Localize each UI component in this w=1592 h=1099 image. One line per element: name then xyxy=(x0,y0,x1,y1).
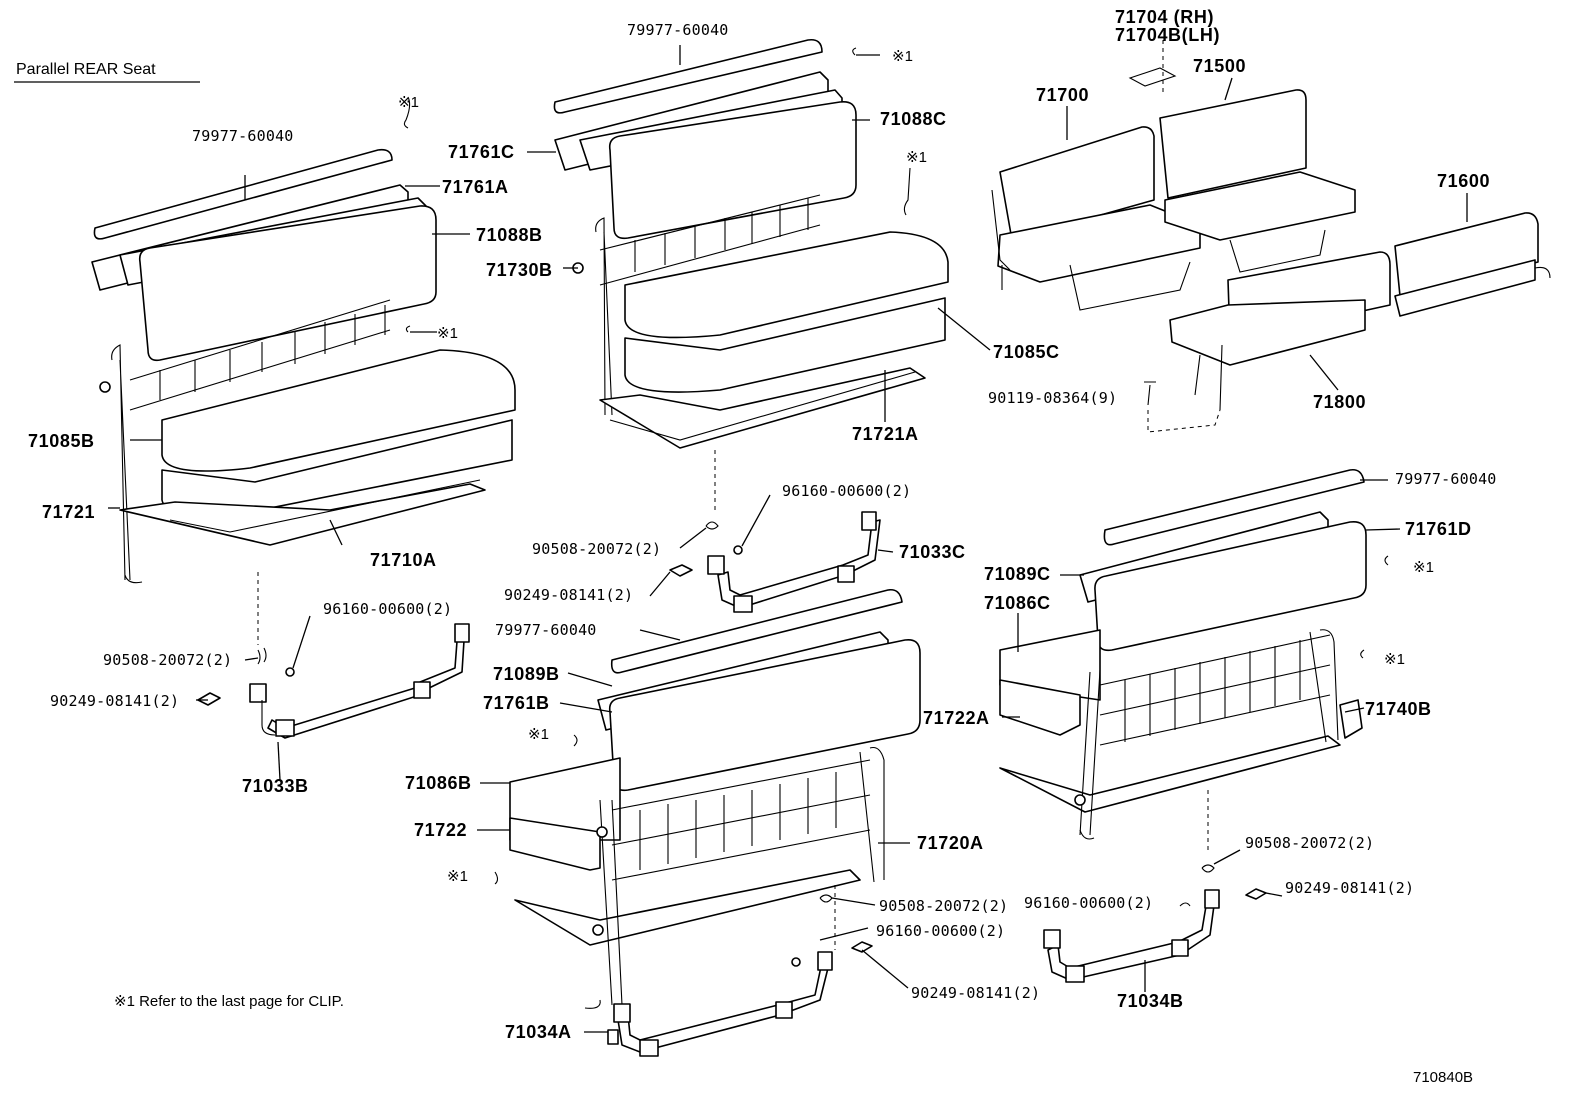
label-96160-00600-c: 96160-00600(2) xyxy=(876,922,1005,940)
label-71720a: 71720A xyxy=(917,833,984,853)
bracket-71033b xyxy=(249,623,470,739)
label-79977-60040-b: 79977-60040 xyxy=(627,21,729,39)
label-71088b: 71088B xyxy=(476,225,543,245)
label-90508-20072-a: 90508-20072(2) xyxy=(103,651,232,669)
label-71722a: 71722A xyxy=(923,708,990,728)
label-71089b: 71089B xyxy=(493,664,560,684)
label-71722: 71722 xyxy=(414,820,467,840)
label-71033b: 71033B xyxy=(242,776,309,796)
bracket-71034b xyxy=(1043,889,1220,983)
label-71034b: 71034B xyxy=(1117,991,1184,1011)
footnote-text: ※1 Refer to the last page for CLIP. xyxy=(114,993,344,1010)
label-71085b: 71085B xyxy=(28,431,95,451)
label-71086c: 71086C xyxy=(984,593,1051,613)
diagram-title: Parallel REAR Seat xyxy=(16,61,156,78)
clip-reference-marks: ※1 ※1 ※1 ※1 ※1 ※1 ※1 ※1 xyxy=(398,48,1434,885)
label-71761d: 71761D xyxy=(1405,519,1472,539)
bracket-71034a xyxy=(607,951,833,1057)
label-71710a: 71710A xyxy=(370,550,437,570)
label-90249-08141-d: 90249-08141(2) xyxy=(1285,879,1414,897)
clip-mark-7: ※1 xyxy=(1413,559,1434,576)
label-90119-08364: 90119-08364(9) xyxy=(988,389,1117,407)
clip-mark-1: ※1 xyxy=(398,94,419,111)
clip-mark-6: ※1 xyxy=(447,868,468,885)
label-71721a: 71721A xyxy=(852,424,919,444)
callout-labels: 79977-60040 71761A 71088B 71085B 71721 7… xyxy=(28,7,1497,1042)
label-71085c: 71085C xyxy=(993,342,1060,362)
figure-id: 710840B xyxy=(1413,1069,1473,1086)
label-90249-08141-b: 90249-08141(2) xyxy=(504,586,633,604)
label-71800: 71800 xyxy=(1313,392,1366,412)
label-90249-08141-c: 90249-08141(2) xyxy=(911,984,1040,1002)
clip-mark-2: ※1 xyxy=(437,325,458,342)
clip-mark-8: ※1 xyxy=(1384,651,1405,668)
clip-mark-5: ※1 xyxy=(528,726,549,743)
label-71086b: 71086B xyxy=(405,773,472,793)
label-71089c: 71089C xyxy=(984,564,1051,584)
seat-assembly-lower-middle xyxy=(509,588,921,1009)
label-71033c: 71033C xyxy=(899,542,966,562)
label-71500: 71500 xyxy=(1193,56,1246,76)
seat-assembly-upper-right xyxy=(991,67,1551,411)
label-90508-20072-d: 90508-20072(2) xyxy=(1245,834,1374,852)
label-71700: 71700 xyxy=(1036,85,1089,105)
label-71730b: 71730B xyxy=(486,260,553,280)
seat-assembly-upper-left xyxy=(91,96,516,584)
label-71600: 71600 xyxy=(1437,171,1490,191)
label-79977-60040-d: 79977-60040 xyxy=(1395,470,1497,488)
label-71721: 71721 xyxy=(42,502,95,522)
label-71761a: 71761A xyxy=(442,177,509,197)
label-79977-60040-c: 79977-60040 xyxy=(495,621,597,639)
label-71704-rh: 71704 (RH) xyxy=(1115,7,1214,27)
label-90249-08141-a: 90249-08141(2) xyxy=(50,692,179,710)
label-96160-00600-d: 96160-00600(2) xyxy=(1024,894,1153,912)
label-79977-60040-a: 79977-60040 xyxy=(192,127,294,145)
label-71740b: 71740B xyxy=(1365,699,1432,719)
label-90508-20072-b: 90508-20072(2) xyxy=(532,540,661,558)
clip-mark-4: ※1 xyxy=(906,149,927,166)
label-96160-00600-b: 96160-00600(2) xyxy=(782,482,911,500)
bracket-71033c xyxy=(707,511,881,613)
label-96160-00600-a: 96160-00600(2) xyxy=(323,600,452,618)
label-71034a: 71034A xyxy=(505,1022,572,1042)
label-71761b: 71761B xyxy=(483,693,550,713)
label-90508-20072-c: 90508-20072(2) xyxy=(879,897,1008,915)
clip-mark-3: ※1 xyxy=(892,48,913,65)
label-71761c: 71761C xyxy=(448,142,515,162)
seat-assembly-lower-right xyxy=(999,468,1367,840)
label-71704b-lh: 71704B(LH) xyxy=(1115,25,1220,45)
seat-assembly-upper-middle xyxy=(553,38,949,449)
label-71088c: 71088C xyxy=(880,109,947,129)
